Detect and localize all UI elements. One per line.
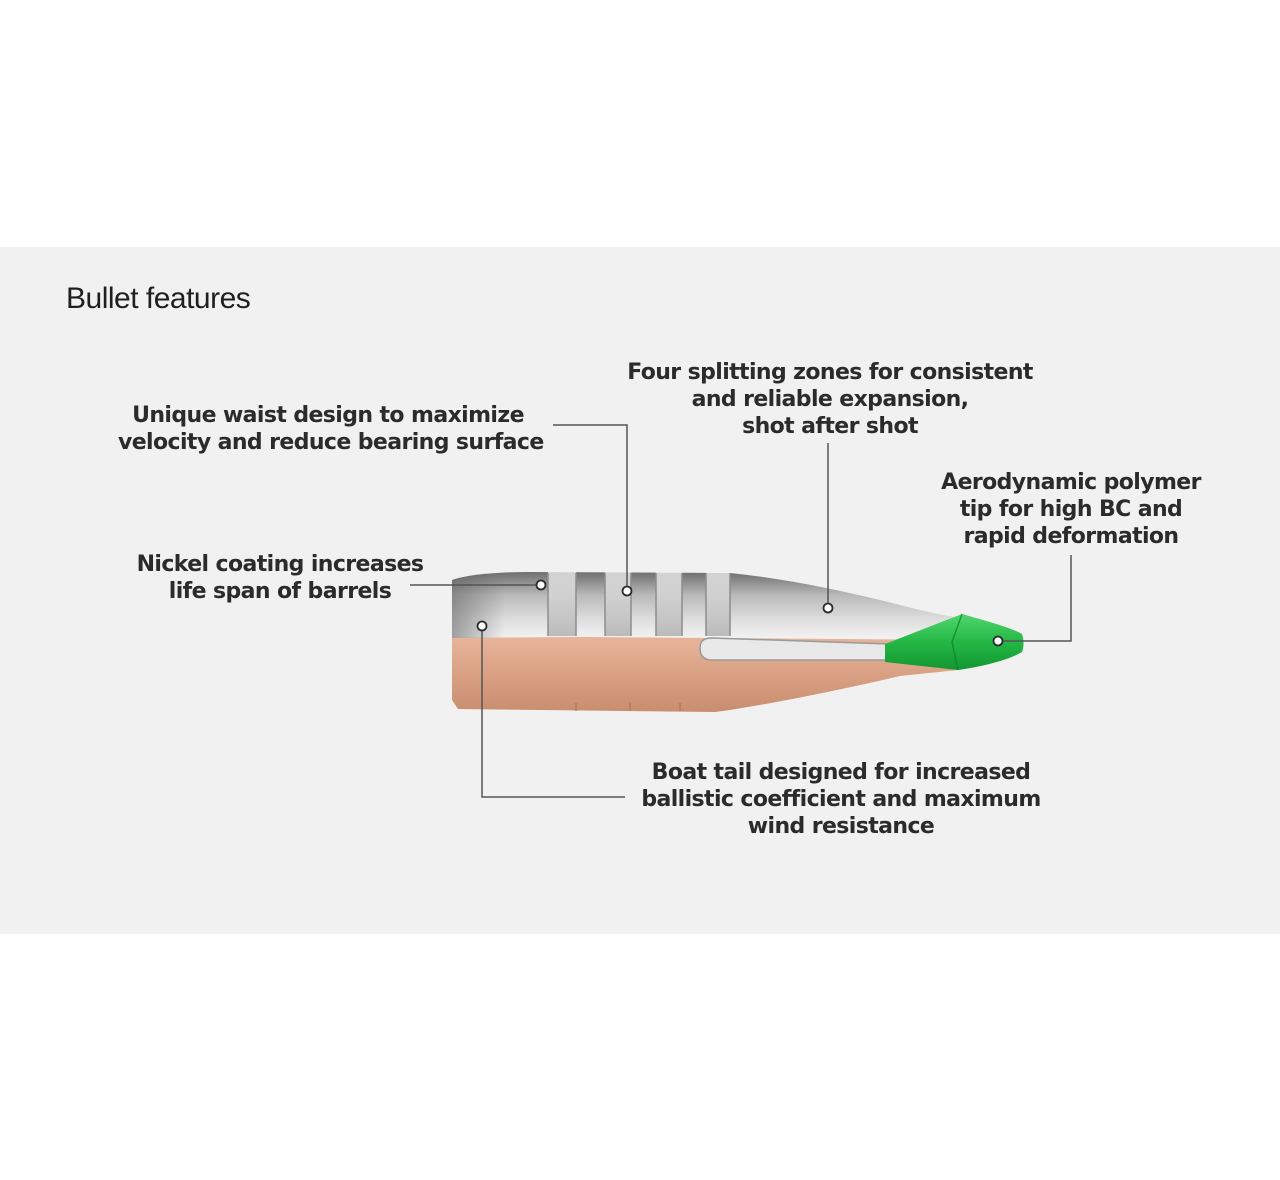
callout-splitting: Four splitting zones for consistent and … — [627, 360, 1033, 439]
page-title: Bullet features — [66, 282, 251, 315]
polymer-tip — [885, 614, 1024, 670]
copper-grooves — [575, 703, 681, 711]
callout-nickel: Nickel coating increases life span of ba… — [136, 552, 424, 604]
leader-lines — [410, 424, 1072, 798]
callout-tip: Aerodynamic polymer tip for high BC and … — [941, 470, 1201, 549]
waist-grooves — [547, 572, 731, 636]
marker-nickel — [535, 579, 547, 591]
nickel-shadow — [452, 573, 505, 638]
callout-waist: Unique waist design to maximize velocity… — [118, 403, 544, 455]
tip-edge — [951, 613, 963, 671]
marker-tip — [992, 635, 1004, 647]
marker-splitting — [822, 602, 834, 614]
marker-waist — [621, 585, 633, 597]
callout-boat-tail: Boat tail designed for increased ballist… — [641, 760, 1041, 839]
callout-markers — [476, 579, 1004, 647]
marker-boat-tail — [476, 620, 488, 632]
